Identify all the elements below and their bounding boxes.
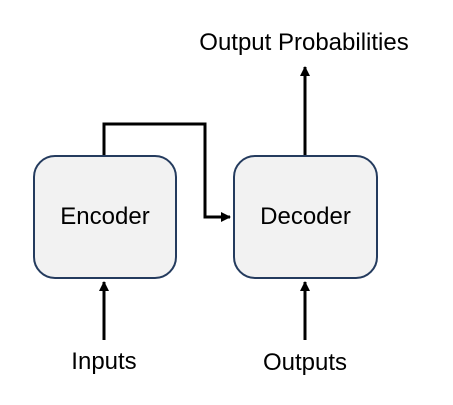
encoder-label: Encoder <box>60 203 150 230</box>
output-probabilities-label: Output Probabilities <box>199 29 409 56</box>
decoder-block: Decoder <box>233 155 378 279</box>
encoder-to-decoder-arrow <box>102 122 231 222</box>
outputs-label: Outputs <box>262 349 348 376</box>
decoder-label: Decoder <box>260 203 351 230</box>
inputs-label: Inputs <box>71 348 137 375</box>
encoder-block: Encoder <box>33 155 177 279</box>
